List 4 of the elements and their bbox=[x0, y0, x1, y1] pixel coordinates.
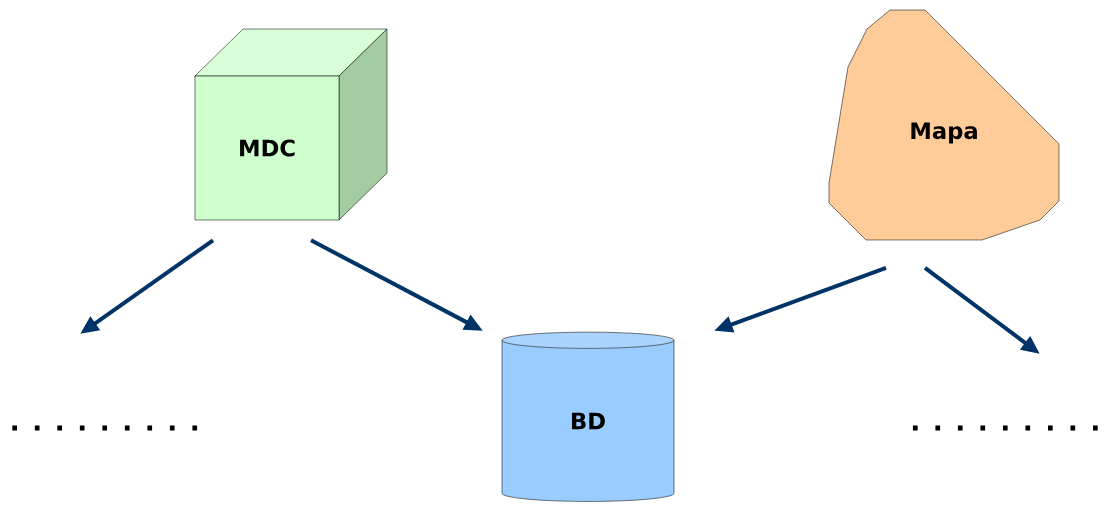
database-cylinder: BD bbox=[501, 331, 675, 502]
dotted-text: . . . . . . . . . bbox=[12, 425, 198, 431]
dotted-text: . . . . . . . . . bbox=[912, 425, 1098, 431]
cube: MDC bbox=[194, 28, 388, 221]
